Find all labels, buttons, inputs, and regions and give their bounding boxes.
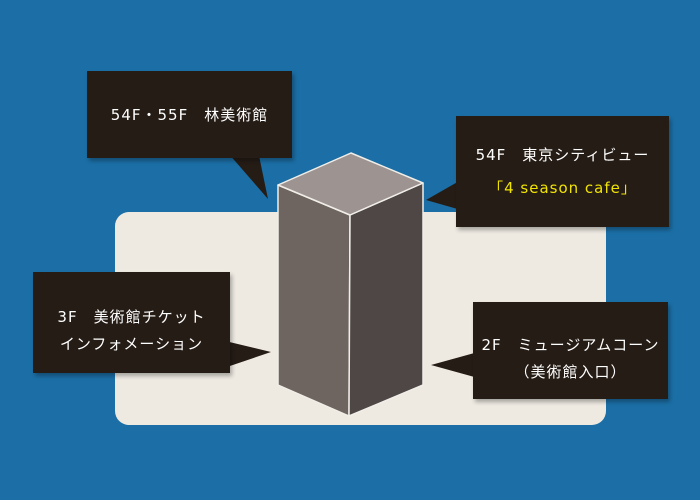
callout-museum-cone: 2F ミュージアムコーン （美術館入口）: [473, 302, 668, 399]
callout-tokyo-city-view: 54F 東京シティビュー 「4 season cafe」: [456, 116, 669, 227]
tower-top-face: [277, 152, 424, 216]
callout-information-label: インフォメーション: [59, 335, 204, 353]
callout-museum-entrance-label: （美術館入口）: [514, 363, 627, 381]
callout-tail-museum-cone: [431, 352, 478, 378]
callout-museum-cone-label: 2F ミュージアムコーン: [481, 336, 660, 354]
callout-tail-hayashi-museum: [222, 146, 268, 199]
callout-museum-ticket-label: 3F 美術館チケット: [57, 308, 206, 326]
callout-hayashi-museum: 54F・55F 林美術館: [87, 71, 292, 158]
callout-tail-museum-ticket-information: [221, 340, 271, 369]
callout-museum-ticket-information: 3F 美術館チケット インフォメーション: [33, 272, 230, 373]
callout-four-season-cafe-label: 「4 season cafe」: [488, 179, 637, 197]
tower-right-face: [348, 182, 424, 417]
callout-tokyo-city-view-label: 54F 東京シティビュー: [475, 146, 650, 164]
callout-hayashi-museum-label: 54F・55F 林美術館: [110, 105, 269, 124]
tower-left-face: [277, 184, 351, 417]
